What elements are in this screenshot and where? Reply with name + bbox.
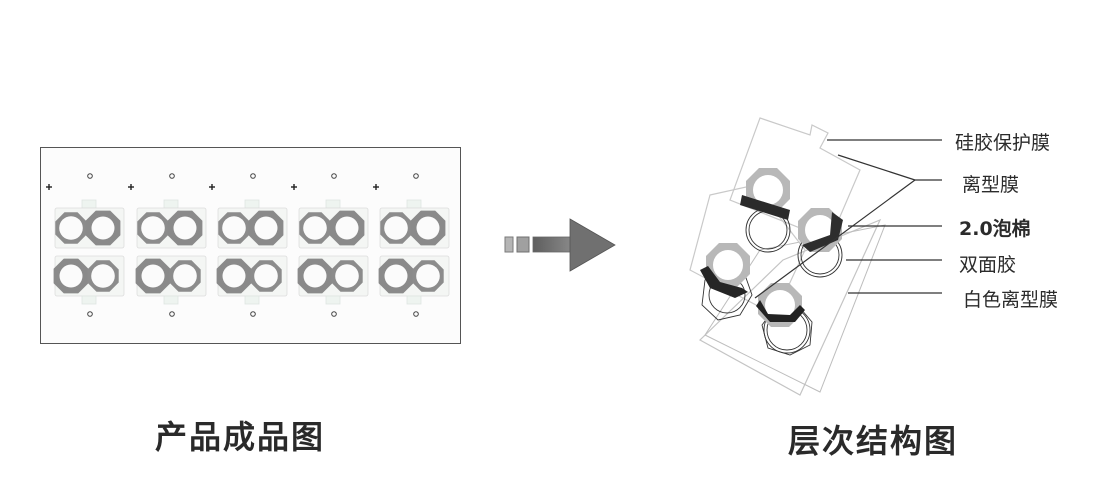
layer-label-silicone-protective-film: 硅胶保护膜 xyxy=(955,132,1051,154)
layer-structure-illustration xyxy=(680,100,1100,400)
layer-label-white-release-film: 白色离型膜 xyxy=(963,289,1059,311)
product-finished-panel xyxy=(40,147,461,344)
product-sheet-illustration xyxy=(45,173,462,317)
layer-structure-caption: 层次结构图 xyxy=(788,422,959,460)
layer-label-foam: 2.0泡棉 xyxy=(959,218,1031,240)
product-finished-caption: 产品成品图 xyxy=(155,418,326,456)
layer-label-double-sided-tape: 双面胶 xyxy=(959,254,1017,276)
arrow-right-icon xyxy=(500,210,625,280)
layer-label-release-film: 离型膜 xyxy=(962,174,1020,196)
